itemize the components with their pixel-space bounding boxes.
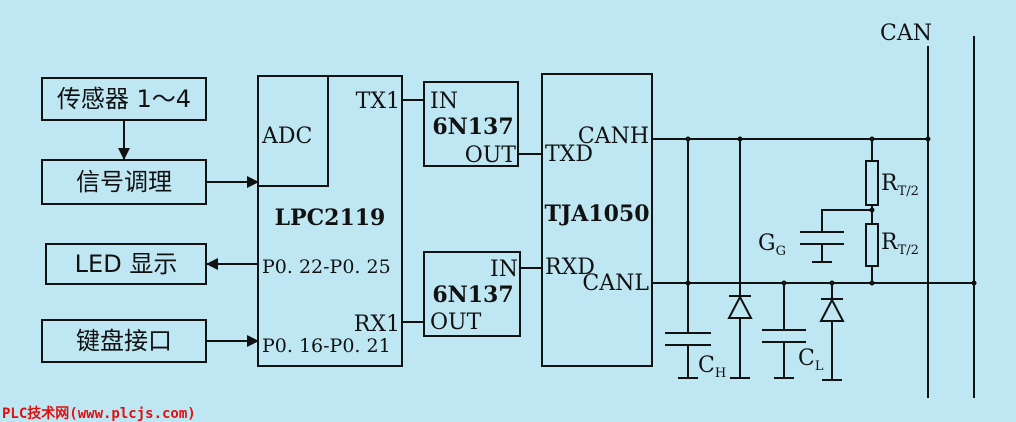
key-pins: P0. 16-P0. 21 (262, 335, 391, 357)
rt-top-label: RT/2 (881, 171, 919, 199)
opto-top-name: 6N137 (432, 114, 513, 140)
canh-pin: CANH (578, 124, 649, 149)
resistor-rt2-bottom (865, 223, 879, 267)
adc-label: ADC (261, 124, 312, 149)
cg-label: GG (758, 231, 786, 259)
canl-pin: CANL (582, 271, 649, 296)
resistor-rt2-top (865, 160, 879, 206)
txd-pin: TXD (545, 142, 593, 167)
rxd-pin: RXD (545, 255, 595, 280)
transceiver-name: TJA1050 (544, 201, 649, 227)
ch-label: CH (698, 353, 726, 381)
opto-top-out: OUT (465, 143, 517, 168)
mcu-name: LPC2119 (275, 205, 386, 231)
opto-bottom-6n137: IN 6N137 OUT (423, 251, 521, 337)
cl-label: CL (798, 346, 824, 374)
opto-bottom-name: 6N137 (432, 282, 513, 308)
transceiver-tja1050: TXD CANH TJA1050 RXD CANL (541, 73, 653, 367)
led-label: LED 显示 (75, 250, 178, 278)
opto-top-in: IN (430, 89, 458, 114)
can-bus-label: CAN (880, 21, 932, 46)
led-display-block: LED 显示 (45, 243, 207, 285)
conditioning-label: 信号调理 (76, 168, 172, 196)
sensor-block: 传感器 1～4 (41, 77, 207, 121)
capacitor-cg: GG (758, 209, 872, 263)
diode-canh (727, 139, 753, 379)
keyboard-label: 键盘接口 (76, 327, 172, 355)
opto-bottom-out: OUT (430, 310, 482, 335)
mcu-lpc2119: ADC LPC2119 TX1 RX1 P0. 22-P0. 25 P0. 16… (257, 75, 403, 367)
rt-bottom-label: RT/2 (881, 230, 919, 258)
diode-canl (819, 283, 845, 381)
opto-bottom-in: IN (490, 257, 518, 282)
junction-dots (685, 136, 977, 286)
capacitor-ch: CH (665, 139, 726, 381)
watermark: PLC技术网(www.plcjs.com) (2, 405, 196, 422)
signal-conditioning-block: 信号调理 (41, 159, 207, 205)
termination-resistors: RT/2 RT/2 (865, 139, 919, 283)
capacitor-cl: CL (762, 283, 824, 379)
rx1-pin: RX1 (354, 312, 400, 337)
tx1-pin: TX1 (356, 89, 400, 114)
keyboard-interface-block: 键盘接口 (41, 319, 207, 363)
opto-top-6n137: IN 6N137 OUT (423, 81, 519, 168)
sensor-label: 传感器 1～4 (57, 85, 191, 113)
led-pins: P0. 22-P0. 25 (262, 256, 391, 278)
